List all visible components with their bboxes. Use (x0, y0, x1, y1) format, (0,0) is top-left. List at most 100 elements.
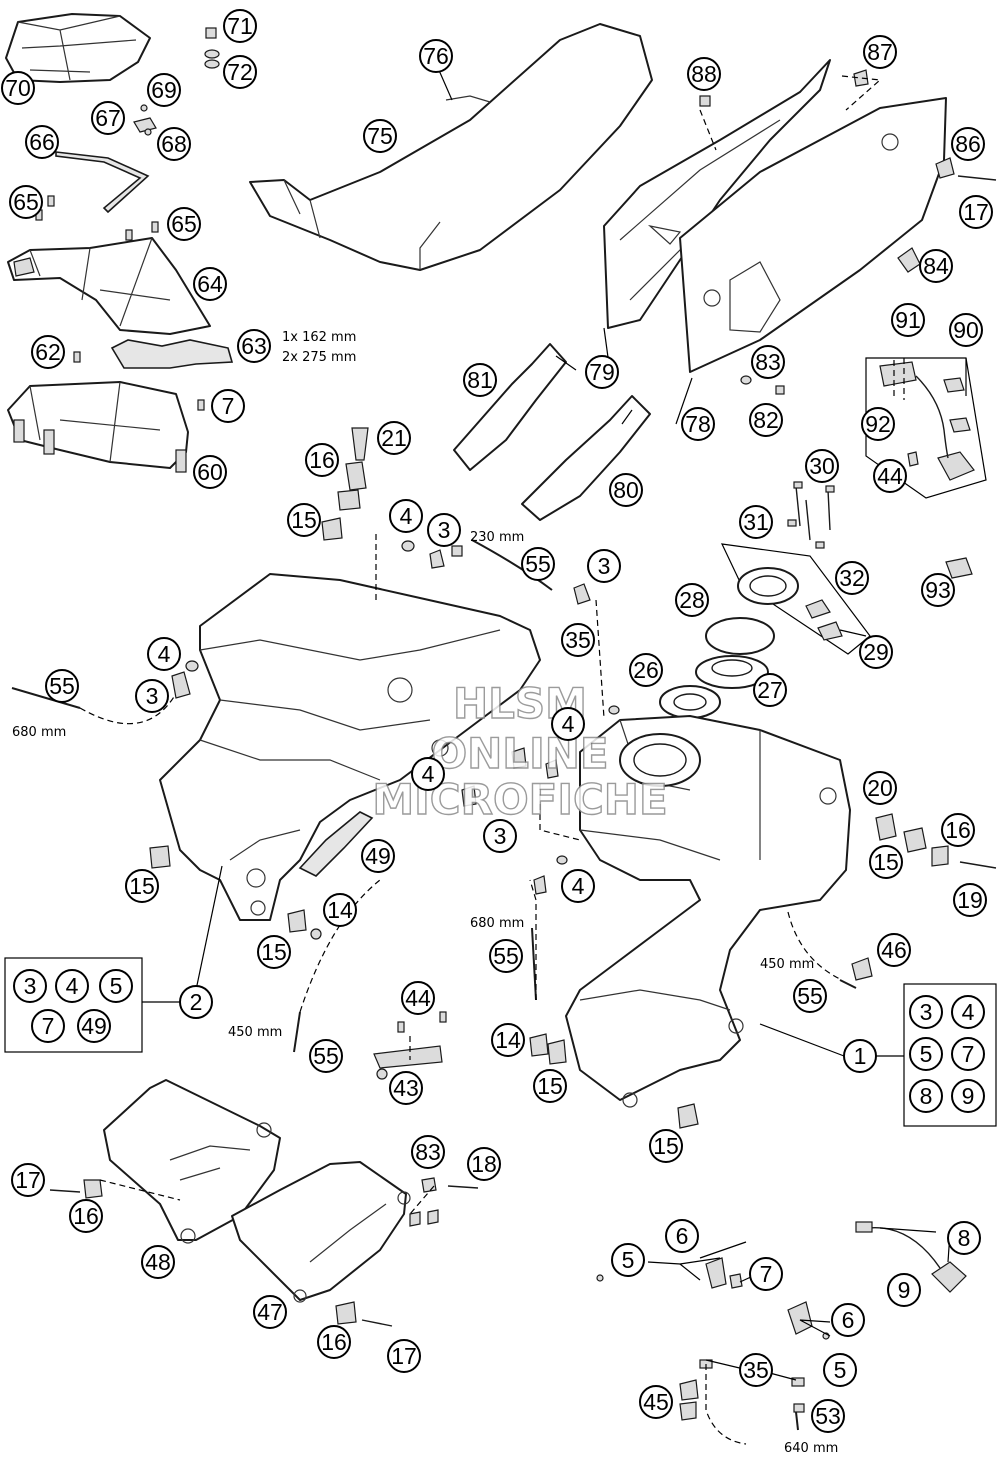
svg-text:5: 5 (920, 1041, 933, 1067)
callout-69: 69 (147, 73, 181, 107)
callout-92: 92 (861, 407, 895, 441)
callout-4-c: 4 (551, 707, 585, 741)
svg-text:5: 5 (110, 973, 123, 999)
svg-text:15: 15 (129, 873, 155, 899)
callout-44-b: 44 (401, 981, 435, 1015)
svg-text:2: 2 (190, 989, 203, 1015)
callout-21: 21 (377, 421, 411, 455)
svg-text:46: 46 (881, 937, 907, 963)
callout-15-d: 15 (257, 935, 291, 969)
callout-3-d: 3 (483, 819, 517, 853)
svg-text:72: 72 (227, 59, 253, 85)
svg-text:14: 14 (327, 897, 353, 923)
fuel-tank-left (159, 573, 541, 921)
callout-63: 63 (237, 329, 271, 363)
callout-86: 86 (951, 127, 985, 161)
callout-49: 49 (361, 839, 395, 873)
callout-5-a: 5 (611, 1243, 645, 1277)
svg-text:17: 17 (963, 199, 989, 225)
cover-hose-63 (110, 339, 234, 369)
dim-162: 1x 162 mm (282, 330, 356, 345)
svg-text:76: 76 (423, 43, 449, 69)
svg-text:21: 21 (381, 425, 407, 451)
callout-55-e: 55 (309, 1039, 343, 1073)
callout-3-a: 3 (427, 513, 461, 547)
svg-text:27: 27 (757, 677, 783, 703)
filler-cap-group (659, 543, 871, 719)
callout-68: 68 (157, 127, 191, 161)
kit-left-contents: 3 4 5 7 49 (13, 969, 133, 1043)
svg-text:7: 7 (222, 393, 235, 419)
svg-text:35: 35 (743, 1357, 769, 1383)
kit-box-left (4, 957, 143, 1053)
svg-text:66: 66 (29, 129, 55, 155)
dim-450-left: 450 mm (228, 1025, 282, 1040)
callout-4-d: 4 (411, 757, 445, 791)
callout-55-d: 55 (793, 979, 827, 1013)
callout-17-a: 17 (959, 195, 993, 229)
svg-text:65: 65 (171, 211, 197, 237)
svg-text:3: 3 (438, 517, 451, 543)
svg-text:28: 28 (679, 587, 705, 613)
callout-46: 46 (877, 933, 911, 967)
svg-text:78: 78 (685, 411, 711, 437)
kit-left-item-4: 4 (55, 969, 89, 1003)
svg-text:81: 81 (467, 367, 493, 393)
callout-16-c: 16 (69, 1199, 103, 1233)
svg-text:44: 44 (877, 463, 903, 489)
callout-5-b: 5 (823, 1353, 857, 1387)
side-panel-outer (679, 97, 947, 373)
tank-cover-top (5, 13, 151, 83)
callout-64: 64 (193, 267, 227, 301)
callout-84: 84 (919, 249, 953, 283)
svg-text:4: 4 (562, 711, 575, 737)
svg-text:15: 15 (291, 507, 317, 533)
kit-left-item-3: 3 (13, 969, 47, 1003)
svg-text:7: 7 (42, 1013, 55, 1039)
callout-8: 8 (947, 1221, 981, 1255)
svg-text:9: 9 (962, 1083, 975, 1109)
svg-text:5: 5 (834, 1357, 847, 1383)
callout-6-b: 6 (831, 1303, 865, 1337)
svg-text:17: 17 (391, 1343, 417, 1369)
callout-43: 43 (389, 1071, 423, 1105)
dim-450-right: 450 mm (760, 957, 814, 972)
svg-text:14: 14 (495, 1027, 521, 1053)
kit-right-item-9: 9 (951, 1079, 985, 1113)
svg-text:65: 65 (13, 189, 39, 215)
dim-680-center: 680 mm (470, 916, 524, 931)
svg-text:1: 1 (854, 1043, 867, 1069)
callout-30: 30 (805, 449, 839, 483)
svg-text:8: 8 (920, 1083, 933, 1109)
callout-16-b: 16 (941, 813, 975, 847)
kit-right-item-3: 3 (909, 995, 943, 1029)
frame-cover-lower (7, 381, 189, 473)
callout-31: 31 (739, 505, 773, 539)
svg-text:83: 83 (755, 349, 781, 375)
dim-680-left: 680 mm (12, 725, 66, 740)
svg-text:83: 83 (415, 1139, 441, 1165)
callout-17-b: 17 (11, 1163, 45, 1197)
callout-35-b: 35 (739, 1353, 773, 1387)
svg-text:7: 7 (760, 1261, 773, 1287)
svg-text:15: 15 (873, 849, 899, 875)
svg-text:79: 79 (589, 359, 615, 385)
callout-15-a: 15 (287, 503, 321, 537)
dashed-guides (99, 75, 905, 1215)
kit-right-item-5: 5 (909, 1037, 943, 1071)
svg-text:7: 7 (962, 1041, 975, 1067)
callout-80: 80 (609, 473, 643, 507)
callout-29: 29 (859, 635, 893, 669)
svg-text:86: 86 (955, 131, 981, 157)
fuel-tap-parts (679, 1221, 967, 1421)
fuel-tank-right (565, 715, 851, 1108)
filler-bolts (787, 481, 835, 549)
watermark-line-2: ONLINE (431, 729, 608, 778)
callout-88: 88 (687, 57, 721, 91)
callout-15-f: 15 (649, 1129, 683, 1163)
svg-text:16: 16 (945, 817, 971, 843)
callout-16-a: 16 (305, 443, 339, 477)
callout-28: 28 (675, 583, 709, 617)
small-bracket (133, 117, 157, 133)
